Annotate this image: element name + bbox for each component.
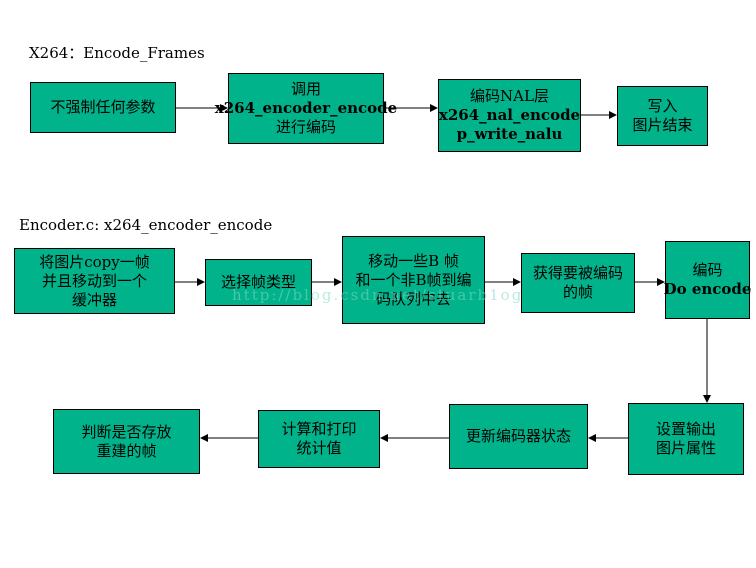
flow-box-move-b-frames: 移动一些B 帧 和一个非B帧到编 码队列中去 [342,236,485,324]
flow-box-no-forced-params: 不强制任何参数 [30,82,176,133]
box-line: 并且移动到一个 [41,271,147,290]
box-line: 计算和打印 [281,420,357,438]
section1-title: X264：Encode_Frames [29,44,205,62]
box-line: 写入 [647,97,678,115]
box-line: 的帧 [562,283,593,301]
box-line: 图片属性 [655,439,716,457]
box-line: p_write_nalu [456,125,563,143]
flow-box-set-output-picture-props: 设置输出 图片属性 [628,403,744,475]
box-line: 设置输出 [655,420,716,438]
box-line: 编码 [692,261,723,279]
box-line: 选择帧类型 [220,273,296,291]
box-line: 判断是否存放 [81,422,172,441]
box-line: 统计值 [296,439,342,457]
box-line: x264_encoder_encode [214,99,398,117]
flow-box-check-reconstructed-frame: 判断是否存放 重建的帧 [53,409,200,474]
flow-box-encode-nal: 编码NAL层 x264_nal_encode p_write_nalu [438,79,581,152]
section2-title: Encoder.c: x264_encoder_encode [19,216,273,234]
box-line: 获得要被编码 [532,264,623,282]
box-line: x264_nal_encode [438,106,581,124]
box-line: 编码NAL层 [470,87,549,105]
flow-box-do-encode: 编码 Do encode [663,241,752,319]
box-line: 更新编码器状态 [465,427,571,445]
watermark-text: http://blog.csdn.net/stuarb1og [232,286,524,304]
flow-box-write-picture-end: 写入 图片结束 [617,86,708,146]
flow-box-copy-frame: 将图片copy一帧 并且移动到一个 缓冲器 [14,248,175,314]
box-line: 将图片copy一帧 [39,252,150,271]
box-line: 调用 [290,80,321,98]
flow-box-compute-print-stats: 计算和打印 统计值 [258,410,380,468]
flow-box-update-encoder-state: 更新编码器状态 [449,404,588,469]
flow-box-select-frame-type: 选择帧类型 [205,259,312,306]
box-line: 不强制任何参数 [50,98,156,116]
box-line: 和一个非B帧到编 [355,270,472,289]
box-line: 进行编码 [275,118,336,136]
flow-box-call-encoder-encode: 调用 x264_encoder_encode 进行编码 [215,73,397,144]
box-line: 图片结束 [632,116,693,134]
box-line: 移动一些B 帧 [368,251,459,270]
flow-box-get-frame-to-encode: 获得要被编码 的帧 [521,253,635,313]
box-line: 码队列中去 [375,289,451,308]
box-line: Do encode [663,280,752,298]
box-line: 重建的帧 [96,441,157,460]
box-line: 缓冲器 [71,290,117,309]
